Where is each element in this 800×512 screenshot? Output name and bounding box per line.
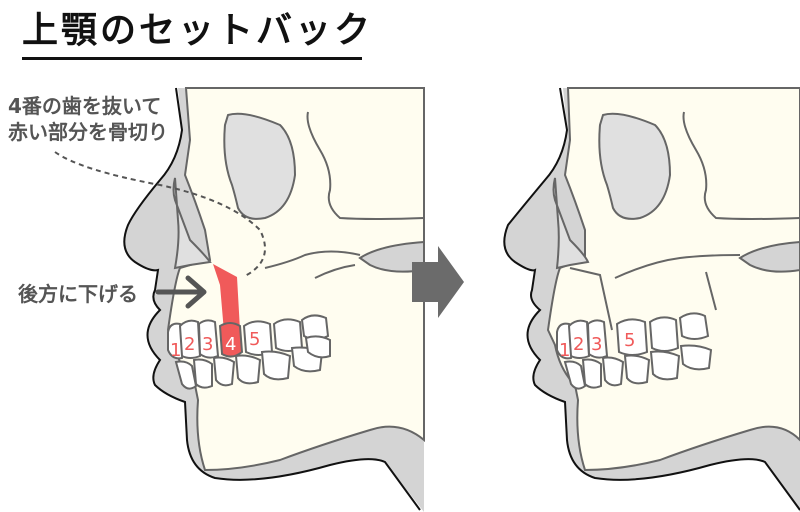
tooth-number-1: 1 [170, 340, 181, 361]
upper-teeth-after [556, 312, 710, 360]
osteotomy-cut-region [213, 264, 240, 332]
skull-bone-after [546, 87, 800, 472]
skull-bone [166, 87, 425, 472]
orbit [223, 112, 297, 220]
title-underline [22, 57, 362, 60]
tooth-number-2-after: 2 [573, 334, 584, 355]
page-title: 上顎のセットバック [22, 10, 374, 51]
tooth-number-1-after: 1 [559, 340, 570, 361]
annotation-leader-line [54, 151, 266, 277]
tooth-number-5: 5 [249, 329, 260, 350]
tooth-number-5-after: 5 [624, 330, 635, 351]
lower-teeth-after [563, 344, 713, 390]
annotation-line-1: 4番の歯を抜いて [8, 94, 162, 118]
nasal-bone [172, 177, 212, 270]
nasal-bone-after [552, 177, 590, 270]
tooth-number-3: 3 [202, 334, 213, 355]
setback-arrow [155, 275, 207, 309]
tooth-number-3-after: 3 [591, 334, 602, 355]
annotation-line-2: 赤い部分を骨切り [8, 120, 168, 144]
annotation-setback-label: 後方に下げる [18, 282, 138, 306]
orbit-after [598, 112, 672, 220]
transition-arrow [412, 246, 464, 318]
after-panel: 1 2 3 5 [503, 87, 800, 512]
tooth-number-2: 2 [184, 334, 195, 355]
annotation-extraction-note: 4番の歯を抜いて 赤い部分を骨切り [8, 93, 168, 145]
before-panel: 1 2 3 4 5 [54, 87, 425, 512]
upper-teeth [167, 314, 330, 360]
lower-teeth [174, 335, 331, 390]
tooth-number-4-highlighted: 4 [225, 334, 236, 355]
